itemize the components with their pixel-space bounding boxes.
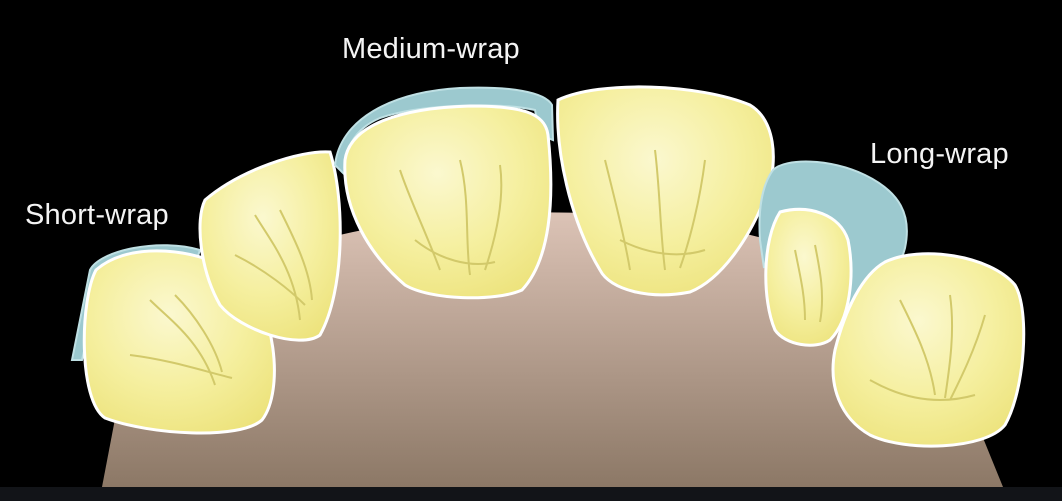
tooth-right-lateral [766, 209, 851, 345]
video-control-bar [0, 487, 1062, 501]
medium-wrap-label: Medium-wrap [342, 33, 520, 66]
short-wrap-label: Short-wrap [25, 199, 169, 232]
long-wrap-label: Long-wrap [870, 138, 1009, 171]
tooth-right-canine [833, 254, 1024, 446]
